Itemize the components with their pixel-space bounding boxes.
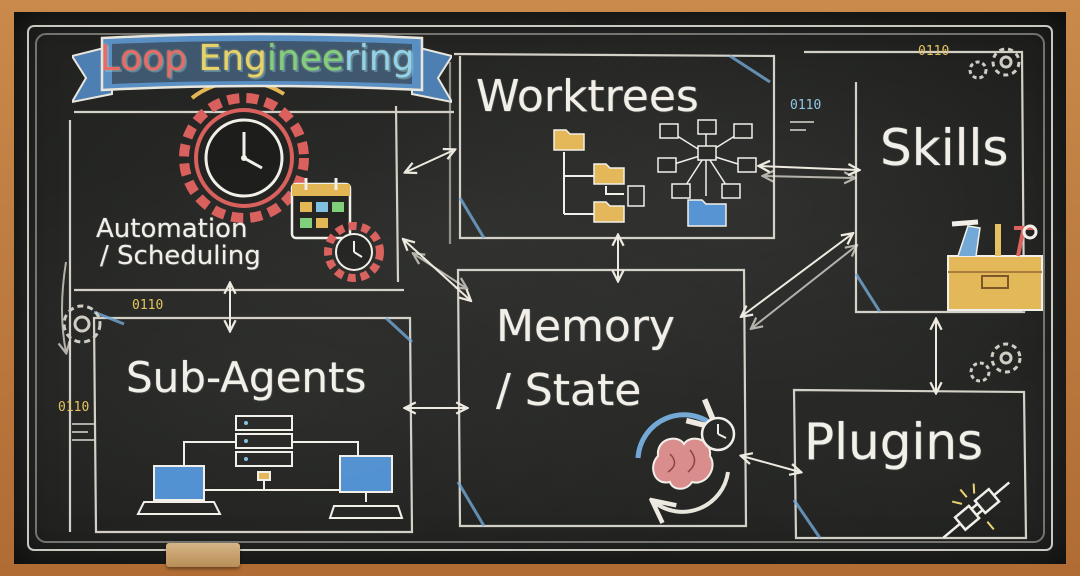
gear-icon (62, 47, 1022, 383)
memory-panel (456, 268, 748, 528)
binary-label: 0110 (58, 400, 90, 415)
brain-clock-icon (635, 415, 736, 512)
chalk-diagram (27, 25, 1053, 551)
chalkboard: Loop Engineering Automation / Scheduling… (14, 12, 1066, 564)
server-icon (235, 415, 293, 481)
memory-label: Memory / State (496, 301, 675, 417)
laptop-icon (136, 465, 222, 515)
plug-icon (942, 481, 1011, 539)
worktrees-label: Worktrees (476, 71, 699, 122)
memory-label-line1: Memory (496, 301, 675, 352)
chalkboard-eraser (166, 543, 240, 567)
connection-arrows (62, 150, 936, 472)
gear-clock-icon (179, 79, 309, 223)
binary-label: 0110 (132, 298, 164, 313)
automation-label-line2: / Scheduling (100, 241, 261, 272)
page-title: Loop Engineering (100, 38, 415, 79)
binary-code-icon (72, 121, 814, 441)
skills-label: Skills (880, 119, 1009, 177)
toolbox-icon (947, 219, 1043, 311)
plugins-panel (792, 388, 1028, 540)
binary-label: 0110 (790, 98, 822, 113)
network-diagram-icon (657, 119, 757, 227)
automation-label: Automation / Scheduling (96, 214, 261, 272)
monitor-icon (328, 455, 404, 519)
network-lines (183, 441, 359, 491)
automation-label-line1: Automation (96, 214, 248, 244)
subagents-label: Sub-Agents (126, 353, 367, 402)
binary-label: 0110 (918, 44, 950, 59)
memory-label-line2: / State (496, 365, 642, 417)
title-banner (72, 32, 452, 104)
folder-tree-icon (553, 129, 645, 223)
subagents-panel (92, 316, 414, 534)
plugins-label: Plugins (804, 413, 984, 471)
calendar-icon (290, 178, 352, 240)
small-gear-clock-icon (324, 222, 384, 282)
outer-border (27, 25, 1053, 551)
